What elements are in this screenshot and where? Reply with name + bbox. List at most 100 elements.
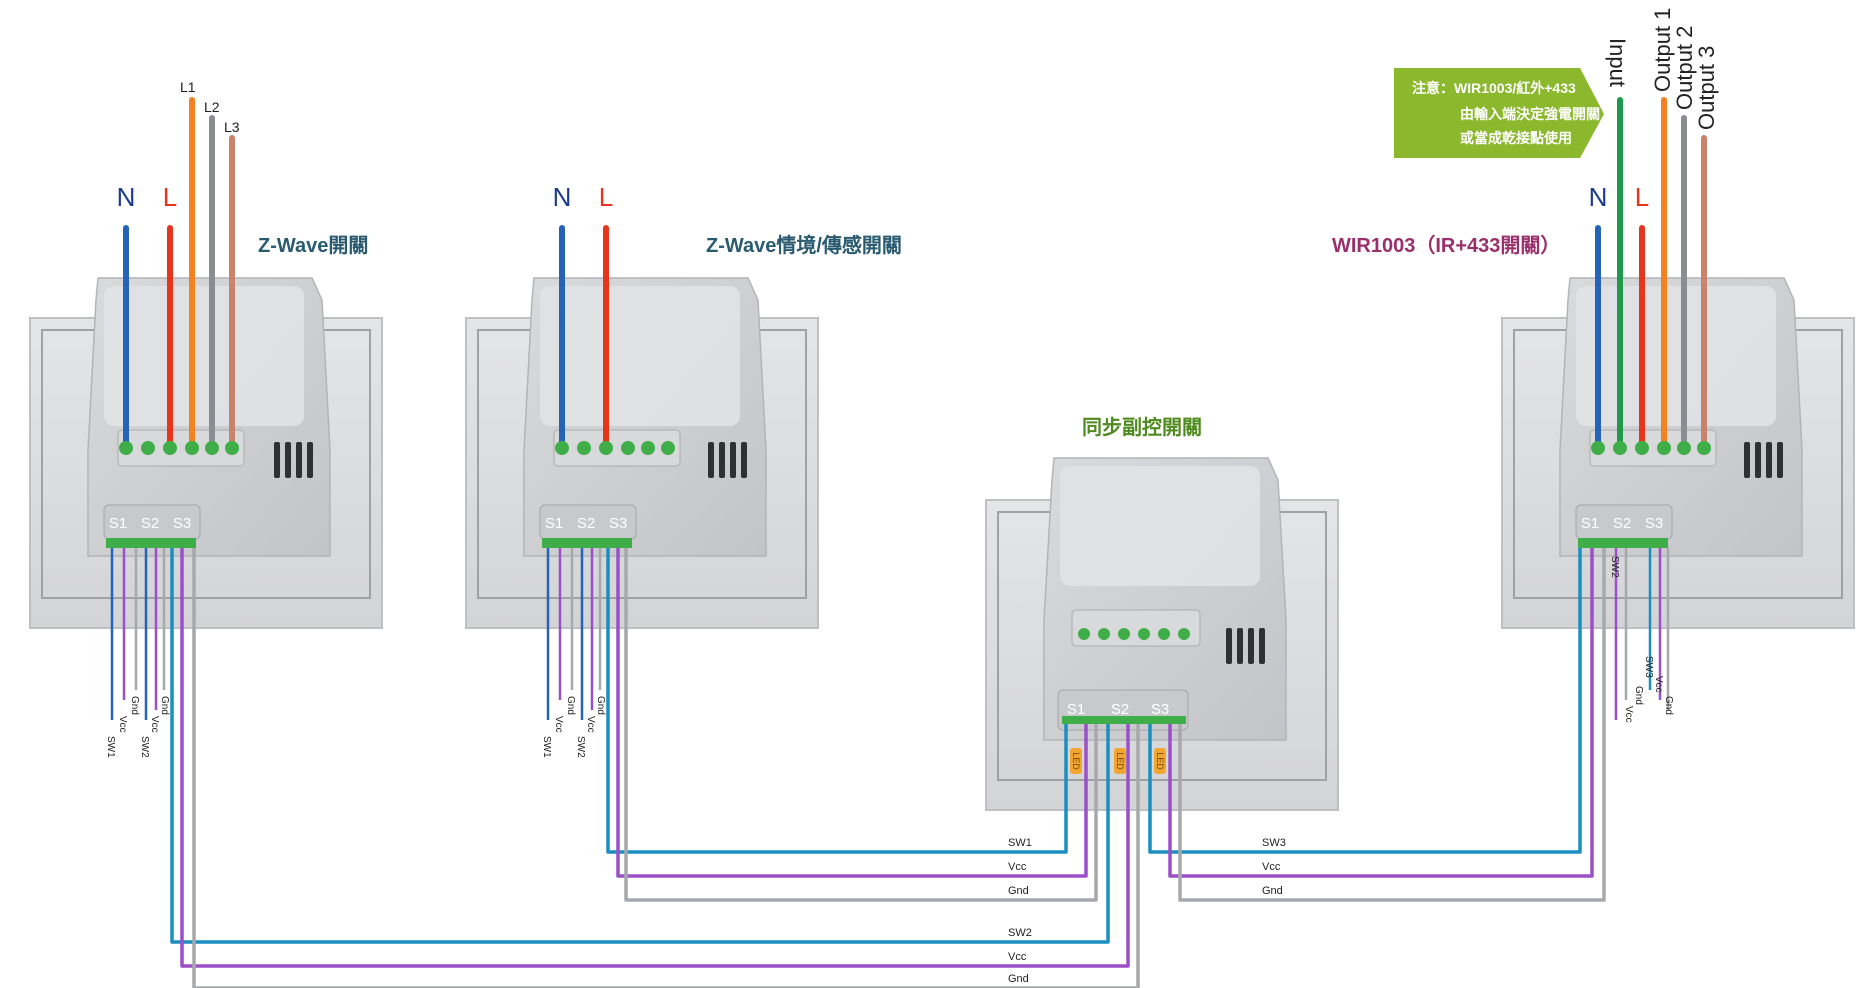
svg-text:Vcc: Vcc — [1008, 861, 1027, 873]
svg-text:Gnd: Gnd — [1008, 973, 1029, 985]
title-zwave-switch: Z-Wave開關 — [258, 234, 368, 257]
svg-text:Vcc: Vcc — [585, 716, 596, 733]
port-labels: S1 S2 S3 S1 S2 S3 S1 S2 S3 S1 S2 S3 — [109, 515, 1663, 718]
signal-stubs — [110, 548, 1670, 720]
signal-labels-zwave: SW1 Vcc Gnd SW2 Vcc Gnd — [105, 696, 170, 758]
module-top — [1576, 286, 1776, 426]
label-l2: L2 — [204, 99, 220, 115]
svg-text:SW3: SW3 — [1643, 656, 1654, 678]
svg-text:SW1: SW1 — [105, 736, 116, 758]
label-n-zwave: N — [117, 182, 136, 212]
port-s1-scene: S1 — [545, 515, 563, 532]
note-arrow-box — [1394, 68, 1604, 158]
port-pins — [106, 538, 1668, 724]
bus-top-sw1 — [606, 548, 1068, 854]
svg-text:Vcc: Vcc — [149, 716, 160, 733]
svg-text:SW2: SW2 — [139, 736, 150, 758]
zwave-switch — [29, 277, 383, 629]
wir1003-switch — [1501, 277, 1855, 629]
svg-text:Gnd: Gnd — [1663, 696, 1674, 715]
svg-text:Vcc: Vcc — [1623, 706, 1634, 723]
port-s1-sync: S1 — [1067, 701, 1085, 718]
bus-top-vcc — [616, 548, 1088, 878]
bus-right-gnd — [1178, 548, 1606, 902]
module-top — [540, 286, 740, 426]
label-n-wir: N — [1589, 182, 1608, 212]
led-label-3: LED — [1155, 752, 1165, 770]
svg-text:Gnd: Gnd — [159, 696, 170, 715]
port-s2-zwave: S2 — [141, 515, 159, 532]
label-l-wir: L — [1635, 182, 1649, 212]
svg-text:Gnd: Gnd — [565, 696, 576, 715]
label-l3: L3 — [224, 119, 240, 135]
port-s2-wir: S2 — [1613, 515, 1631, 532]
vent-slots — [708, 442, 747, 478]
note-line-1: 注意：WIR1003/紅外+433 — [1412, 80, 1576, 96]
label-output-1: Output 1 — [1650, 8, 1675, 92]
vent-slots — [274, 442, 313, 478]
label-output-3: Output 3 — [1694, 46, 1719, 130]
bus-bottom-vcc — [180, 548, 1130, 968]
sync-sub-switch — [985, 457, 1339, 811]
vent-slots — [1744, 442, 1783, 478]
terminal-block — [1071, 609, 1201, 647]
label-l-zwave: L — [163, 182, 177, 212]
bus-right-sw3 — [1148, 548, 1582, 854]
svg-text:Gnd: Gnd — [1008, 885, 1029, 897]
note-callout: 注意：WIR1003/紅外+433 由輸入端決定強電開關 或當成乾接點使用 — [1394, 68, 1604, 158]
svg-text:Vcc: Vcc — [117, 716, 128, 733]
module-top — [1060, 466, 1260, 586]
mains-wires — [123, 97, 1707, 451]
svg-text:SW1: SW1 — [1008, 837, 1032, 849]
port-s2-sync: S2 — [1111, 701, 1129, 718]
bus-labels: SW1 Vcc Gnd SW3 Vcc Gnd SW2 Vcc Gnd — [1008, 837, 1286, 985]
bus-wires — [170, 548, 1606, 988]
bus-bottom-gnd — [192, 548, 1140, 988]
port-s3-sync: S3 — [1151, 701, 1169, 718]
label-l1: L1 — [180, 79, 196, 95]
port-s1-zwave: S1 — [109, 515, 127, 532]
port-s3-scene: S3 — [609, 515, 627, 532]
note-line-2: 由輸入端決定強電開關 — [1460, 106, 1600, 122]
port-s2-scene: S2 — [577, 515, 595, 532]
title-scene-switch: Z-Wave情境/傳感開關 — [706, 233, 902, 257]
title-wir-switch: WIR1003（IR+433開關） — [1332, 234, 1560, 257]
label-input: Input — [1605, 38, 1630, 87]
label-l-scene: L — [599, 182, 613, 212]
scene-sensor-switch — [465, 277, 819, 629]
svg-text:Gnd: Gnd — [1633, 686, 1644, 705]
bus-right-vcc — [1168, 548, 1594, 878]
terminal-screws-top — [119, 441, 1711, 455]
svg-text:SW2: SW2 — [575, 736, 586, 758]
bus-bottom-sw2 — [170, 548, 1110, 944]
led-label-1: LED — [1071, 752, 1081, 770]
svg-text:Gnd: Gnd — [129, 696, 140, 715]
bus-top-gnd — [624, 548, 1098, 902]
led-label-2: LED — [1115, 752, 1125, 770]
terminal-block — [553, 429, 681, 467]
signal-labels-scene: SW1 Vcc Gnd SW2 Vcc Gnd — [541, 696, 606, 758]
led-tags: LED LED LED — [1070, 748, 1166, 774]
module-top — [104, 286, 304, 426]
label-n-scene: N — [553, 182, 572, 212]
label-output-2: Output 2 — [1672, 26, 1697, 110]
svg-text:SW2: SW2 — [1008, 927, 1032, 939]
signal-labels-wir: SW2 SW3 Vcc Gnd Vcc Gnd — [1609, 556, 1674, 723]
svg-text:Gnd: Gnd — [1262, 885, 1283, 897]
note-line-3: 或當成乾接點使用 — [1460, 130, 1572, 146]
svg-text:Vcc: Vcc — [1653, 676, 1664, 693]
svg-text:Vcc: Vcc — [1008, 951, 1027, 963]
svg-text:SW3: SW3 — [1262, 837, 1286, 849]
svg-text:Vcc: Vcc — [553, 716, 564, 733]
vent-slots — [1226, 628, 1265, 664]
terminal-screws — [1078, 628, 1190, 640]
title-sync-switch: 同步副控開關 — [1082, 415, 1202, 439]
port-s1-wir: S1 — [1581, 515, 1599, 532]
port-s3-wir: S3 — [1645, 515, 1663, 532]
svg-text:SW2: SW2 — [1609, 556, 1620, 578]
svg-text:SW1: SW1 — [541, 736, 552, 758]
svg-text:Vcc: Vcc — [1262, 861, 1281, 873]
port-s3-zwave: S3 — [173, 515, 191, 532]
svg-text:Gnd: Gnd — [595, 696, 606, 715]
